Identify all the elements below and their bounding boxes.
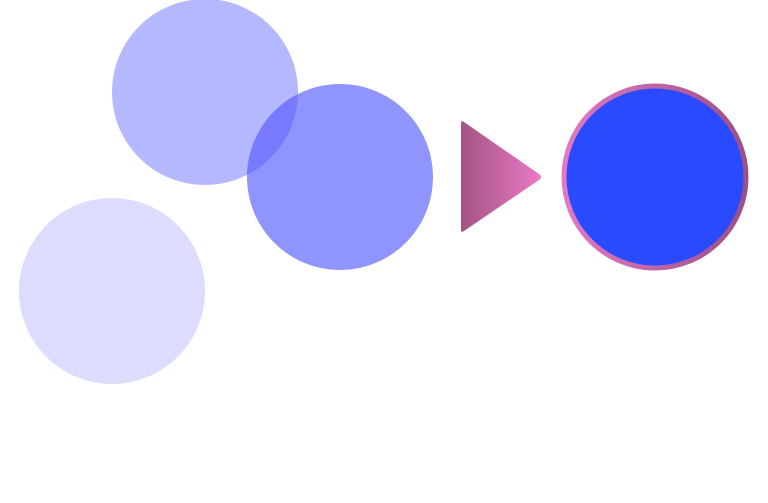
result-circle (561, 83, 749, 271)
circle-light (19, 198, 205, 384)
circle-strong (247, 84, 433, 270)
play-arrow-icon (461, 121, 541, 232)
circle-medium (112, 0, 298, 185)
